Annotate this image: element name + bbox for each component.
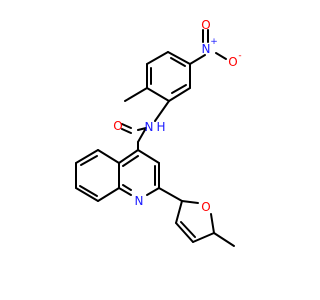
bond xyxy=(146,187,160,196)
double-bond-inner xyxy=(171,84,187,94)
nitrotoluene-ring xyxy=(124,51,191,102)
bond xyxy=(181,200,199,204)
nitro-nitrogen-label: N xyxy=(202,42,211,56)
double-bond-inner xyxy=(180,221,196,238)
bond xyxy=(167,51,191,65)
double-bond-inner xyxy=(122,184,132,191)
bond xyxy=(175,200,183,224)
bond xyxy=(137,149,160,164)
bond xyxy=(154,100,170,122)
double-bond-inner xyxy=(80,155,98,166)
bond xyxy=(175,222,194,243)
bond xyxy=(168,87,191,102)
amide-oxygen-label: O xyxy=(113,119,122,133)
bond xyxy=(158,187,183,202)
nitro-plus-charge: + xyxy=(210,37,218,47)
double-bond-inner xyxy=(122,155,139,167)
bond xyxy=(189,54,206,65)
amide-nitrogen-label: N xyxy=(145,120,154,134)
bond xyxy=(75,149,99,164)
bond xyxy=(192,232,215,243)
furan-oxygen-label: O xyxy=(201,200,210,214)
amide-group: O N H xyxy=(113,100,170,151)
methyl-bond xyxy=(213,232,235,247)
bond xyxy=(210,213,215,234)
amide-hydrogen-label: H xyxy=(156,120,165,134)
bond xyxy=(121,128,132,134)
methylfuran-ring: O xyxy=(158,187,235,247)
bond xyxy=(75,187,99,202)
double-bond-inner xyxy=(79,185,98,197)
nitro-oxygen-top-label: O xyxy=(201,18,210,32)
bond xyxy=(146,87,170,102)
methyl-bond xyxy=(124,87,148,102)
bond xyxy=(121,123,132,129)
nitro-minus-charge: - xyxy=(238,51,241,61)
nitro-oxygen-right-label: O xyxy=(228,55,237,69)
nitro-group: N + O O - xyxy=(189,18,242,69)
bond xyxy=(118,187,132,196)
bond xyxy=(118,149,139,164)
bond xyxy=(137,127,147,143)
bond xyxy=(215,52,227,60)
quinoline-nitrogen-label: N xyxy=(135,194,144,208)
bond xyxy=(97,149,120,164)
double-bond-inner xyxy=(170,57,186,67)
bond xyxy=(97,187,120,202)
molecule-structure: N + O O - O N H N xyxy=(75,18,242,247)
bond xyxy=(146,51,169,65)
molecule-canvas: N + O O - O N H N xyxy=(75,18,242,247)
quinoline-system: N xyxy=(75,149,160,208)
